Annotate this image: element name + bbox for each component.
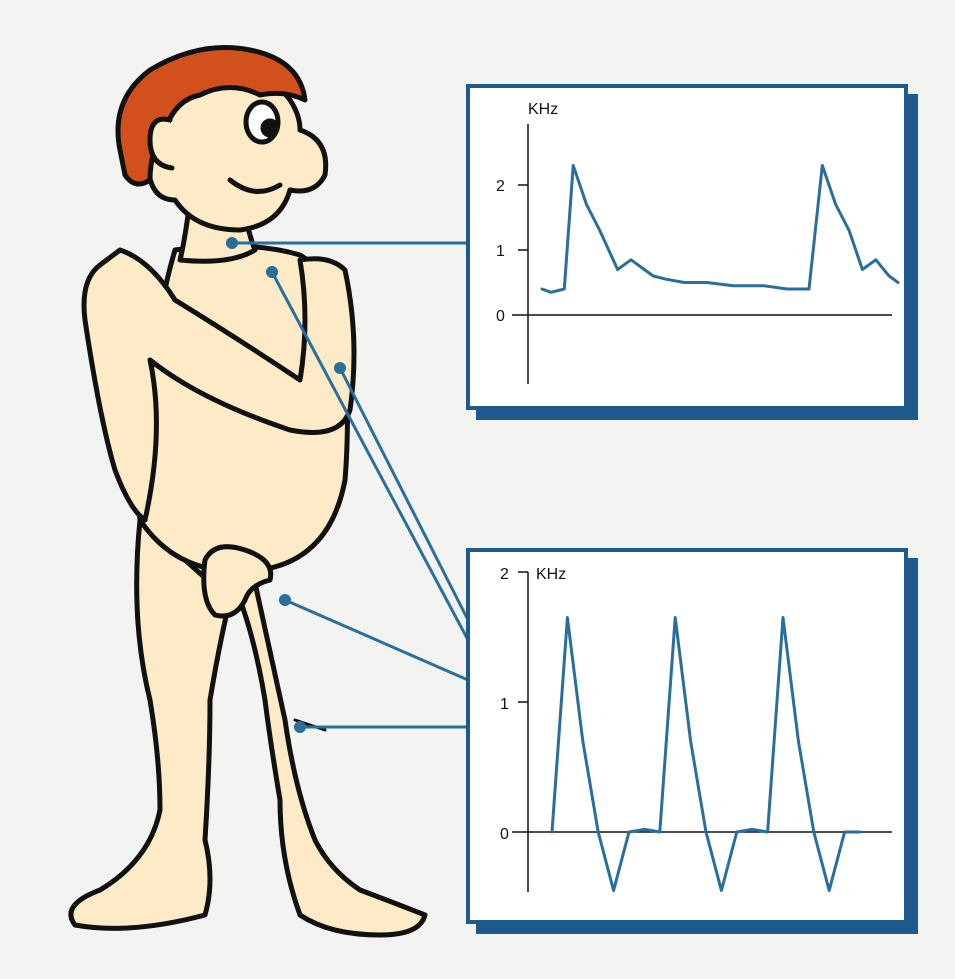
chart-panel-top: KHz 2 1 0 <box>466 84 908 410</box>
unit-label: KHz <box>528 101 558 118</box>
tick-label: 0 <box>496 308 505 325</box>
dot-chest-1 <box>266 266 278 278</box>
tick-2: 2 <box>500 566 528 583</box>
person-figure <box>71 48 425 936</box>
chart-top: KHz 2 1 0 <box>470 88 904 406</box>
tick-label: 2 <box>500 566 509 583</box>
tick-1: 1 <box>500 696 528 713</box>
dot-knee <box>294 721 306 733</box>
waveform-trace <box>552 618 860 891</box>
tick-label: 0 <box>500 826 509 843</box>
dot-thigh <box>279 594 291 606</box>
tick-1: 1 <box>496 243 528 260</box>
tick-0: 0 <box>500 826 509 843</box>
dot-chest-2 <box>334 362 346 374</box>
tick-label: 2 <box>496 178 505 195</box>
connector-thigh <box>285 600 468 680</box>
chart-panel-bottom: KHz 2 1 0 <box>466 548 908 924</box>
dot-neck <box>226 237 238 249</box>
right-leg <box>240 560 425 935</box>
tick-0: 0 <box>496 308 505 325</box>
chart-bottom: KHz 2 1 0 <box>470 552 904 920</box>
ear <box>150 119 172 168</box>
tick-label: 1 <box>496 243 505 260</box>
unit-label: KHz <box>536 566 566 583</box>
tick-label: 1 <box>500 696 509 713</box>
pupil <box>263 121 277 135</box>
waveform-trace <box>542 166 898 293</box>
tick-2: 2 <box>496 178 528 195</box>
connector-chest-2 <box>340 368 468 620</box>
